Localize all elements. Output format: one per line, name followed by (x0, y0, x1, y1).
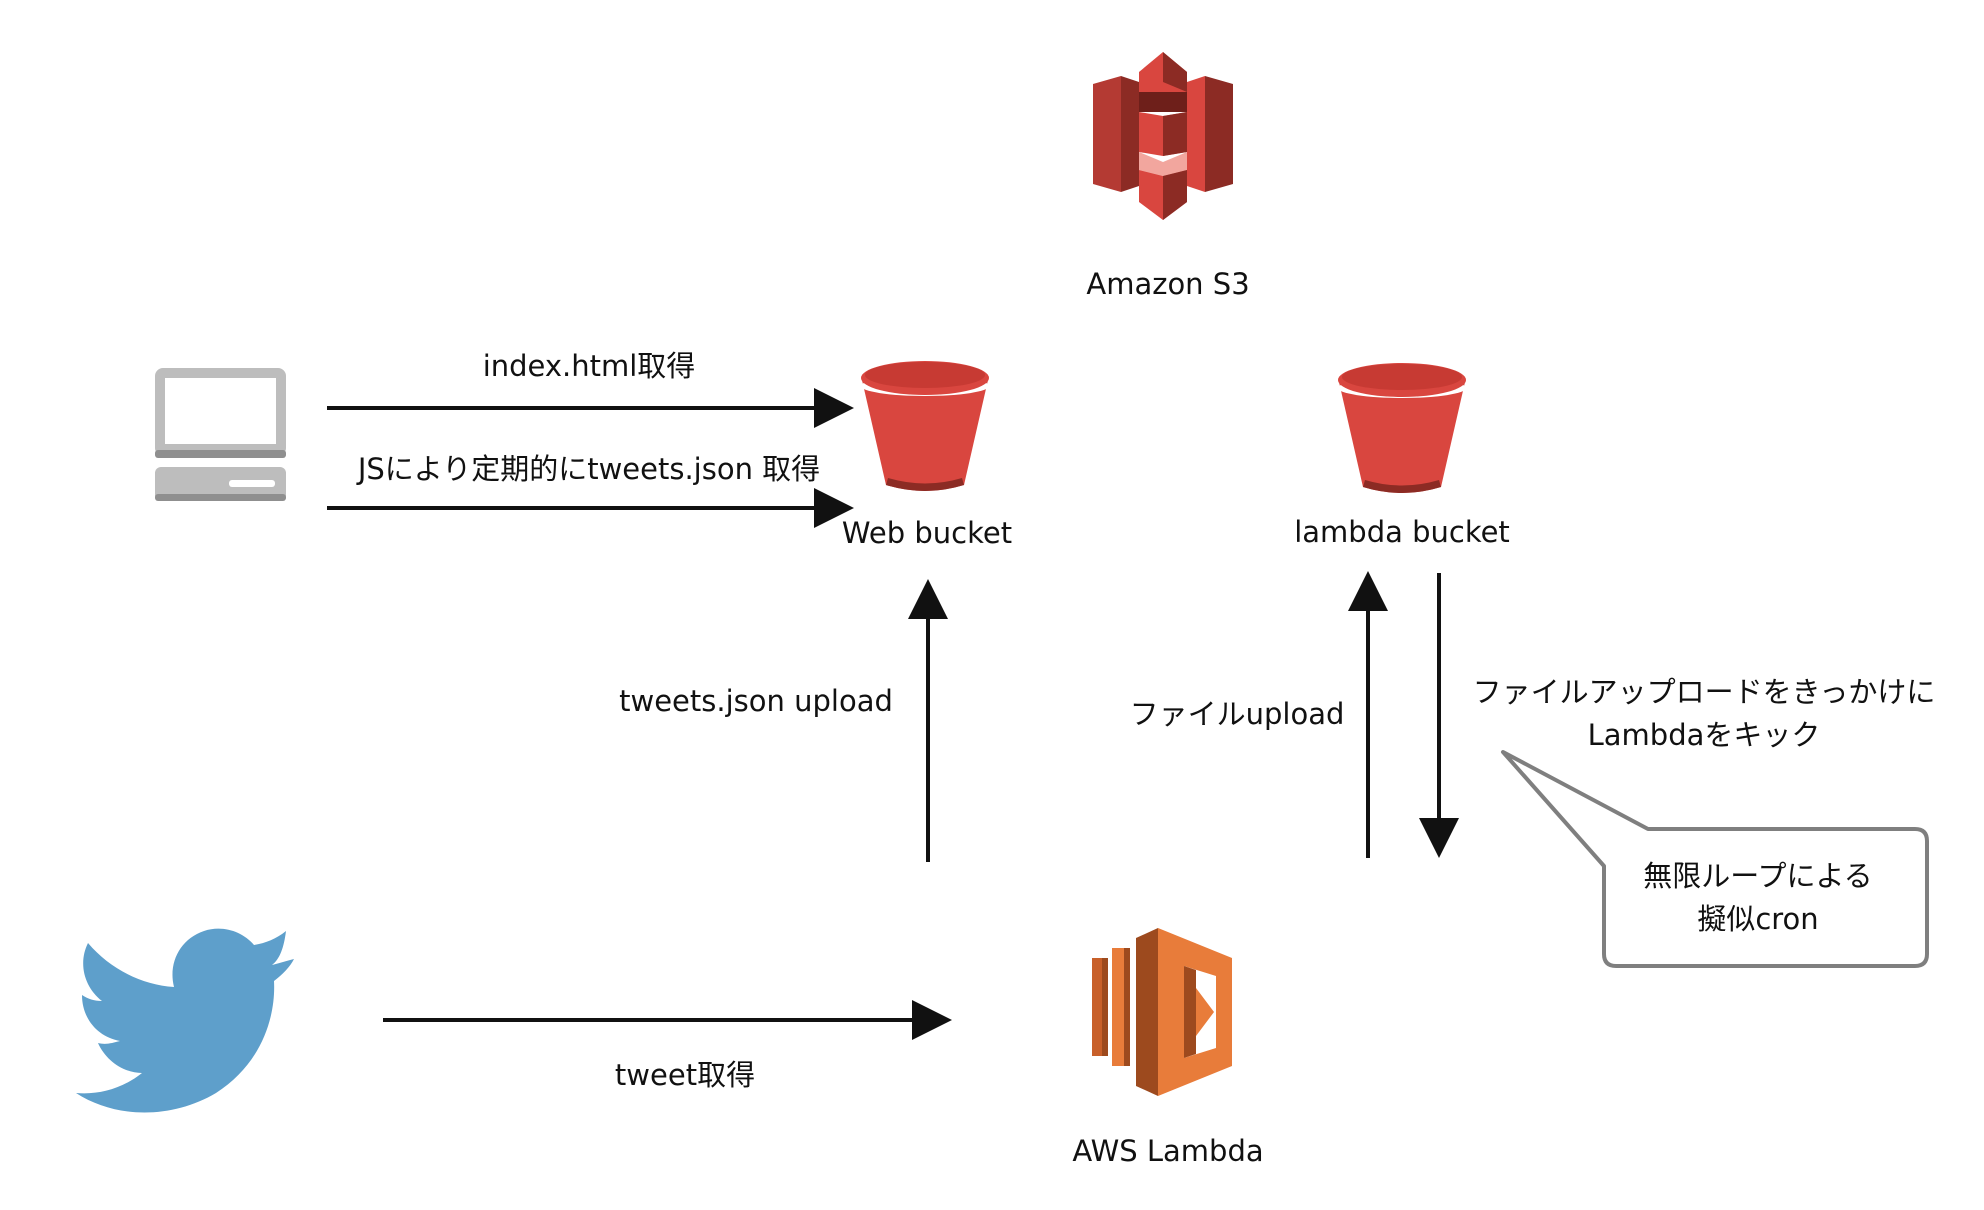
kick-lambda-label-line1: ファイルアップロードをきっかけに (1473, 675, 1936, 709)
json-poll-label: JSにより定期的にtweets.json 取得 (356, 452, 820, 486)
aws-lambda-label: AWS Lambda (1072, 1134, 1263, 1168)
aws-lambda-icon (1092, 928, 1232, 1096)
file-upload-label: ファイルupload (1130, 697, 1345, 731)
amazon-s3-icon (1093, 52, 1233, 220)
callout-line1: 無限ループによる (1643, 859, 1872, 893)
computer-icon (155, 368, 286, 501)
tweet-fetch-label: tweet取得 (615, 1058, 755, 1092)
tweets-upload-label: tweets.json upload (619, 684, 893, 718)
lambda-bucket-icon (1338, 363, 1466, 493)
kick-lambda-label-line2: Lambdaをキック (1588, 718, 1821, 752)
index-fetch-label: index.html取得 (483, 349, 696, 383)
callout-line2: 擬似cron (1697, 902, 1818, 936)
web-bucket-icon (861, 361, 989, 491)
web-bucket-label: Web bucket (842, 516, 1012, 550)
pseudo-cron-callout (1501, 750, 1929, 968)
lambda-bucket-label: lambda bucket (1294, 515, 1510, 549)
twitter-bird-icon (76, 928, 294, 1113)
amazon-s3-label: Amazon S3 (1086, 267, 1249, 301)
